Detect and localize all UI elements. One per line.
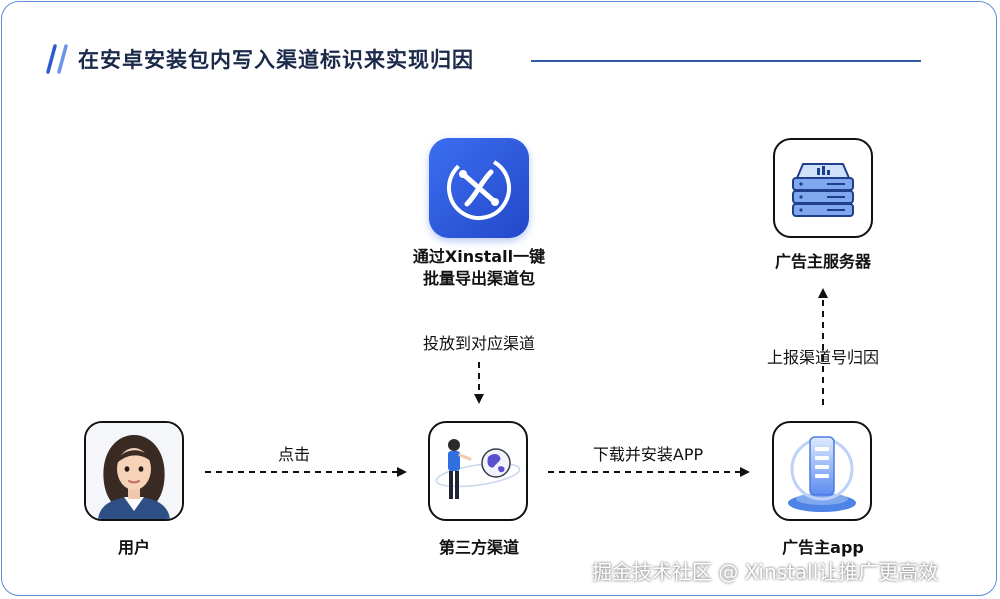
label-channel: 第三方渠道	[438, 538, 519, 557]
title-divider	[531, 60, 921, 62]
diagram-title: 在安卓安装包内写入渠道标识来实现归因	[78, 48, 474, 72]
edge-label-user-to-channel: 点击	[277, 445, 310, 464]
user-avatar-icon	[86, 423, 182, 519]
edge-label-xinstall-to-channel: 投放到对应渠道	[422, 334, 535, 353]
node-app	[772, 421, 872, 521]
label-xinstall: 通过Xinstall一键 批量导出渠道包	[389, 246, 569, 290]
node-channel	[428, 421, 528, 521]
server-icon	[792, 163, 854, 217]
xinstall-logo-icon	[429, 138, 529, 238]
label-xinstall-line1: 通过Xinstall一键	[412, 247, 546, 266]
node-user	[84, 421, 184, 521]
channel-globe-icon	[435, 439, 521, 499]
double-slash-icon	[46, 44, 68, 74]
edge-label-channel-to-app: 下载并安装APP	[592, 445, 704, 464]
label-xinstall-line2: 批量导出渠道包	[422, 269, 535, 288]
label-user: 用户	[117, 538, 150, 557]
node-xinstall	[429, 138, 529, 238]
title-group: 在安卓安装包内写入渠道标识来实现归因	[46, 44, 474, 74]
label-server: 广告主服务器	[774, 252, 871, 271]
app-phone-icon	[788, 436, 856, 512]
edge-label-app-to-server: 上报渠道号归因	[766, 348, 879, 367]
node-server	[773, 138, 873, 238]
label-app: 广告主app	[782, 538, 864, 557]
watermark: 掘金技术社区 @ Xinstall让推广更高效	[592, 560, 939, 584]
